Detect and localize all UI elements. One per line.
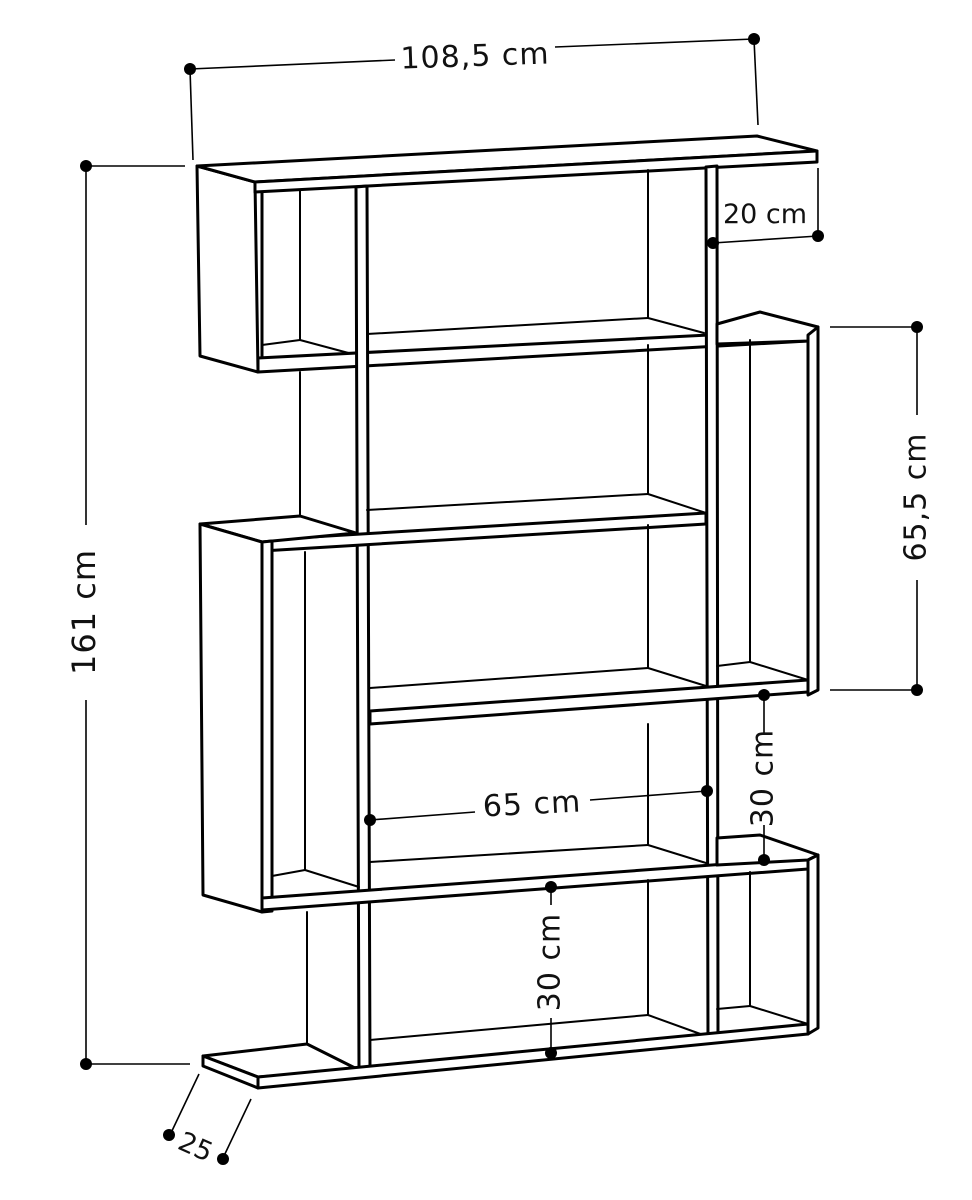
dimension-section-height: 65,5 cm [830, 321, 934, 696]
right-low-side-panel [806, 853, 820, 1036]
dimension-offset-depth: 20 cm [707, 168, 824, 249]
right-mid-side-panel [806, 325, 820, 697]
compartment-height-bottom-label: 30 cm [533, 913, 568, 1011]
bookshelf-drawing [195, 134, 820, 1090]
left-mid-front-edge [260, 539, 274, 914]
top-left-side-panel [195, 164, 260, 374]
depth-label: 25 [173, 1126, 217, 1168]
right-mid-top-board [715, 310, 820, 346]
dimension-depth: 25 [163, 1073, 252, 1169]
middle-lower-shelf [368, 678, 810, 726]
left-mid-side-panel [198, 522, 264, 914]
offset-depth-label: 20 cm [723, 199, 807, 230]
dimension-inner-width: 65 cm [364, 784, 713, 826]
inner-width-label: 65 cm [482, 784, 582, 824]
dimension-total-width: 108,5 cm [184, 33, 760, 161]
top-board-front [253, 149, 819, 194]
base-board-right [256, 1022, 810, 1090]
dimension-compartment-height-bottom: 30 cm [533, 881, 568, 1059]
vertical-divider-left [354, 184, 372, 1073]
compartment-height-right-label: 30 cm [746, 729, 781, 827]
vertical-divider-right [704, 164, 720, 1043]
base-board-front [201, 1054, 260, 1090]
total-height-label: 161 cm [65, 549, 103, 675]
total-width-label: 108,5 cm [400, 36, 550, 76]
dimension-total-height: 161 cm [65, 160, 190, 1070]
section-height-label: 65,5 cm [899, 432, 934, 561]
dimension-compartment-height-right: 30 cm [746, 689, 781, 866]
